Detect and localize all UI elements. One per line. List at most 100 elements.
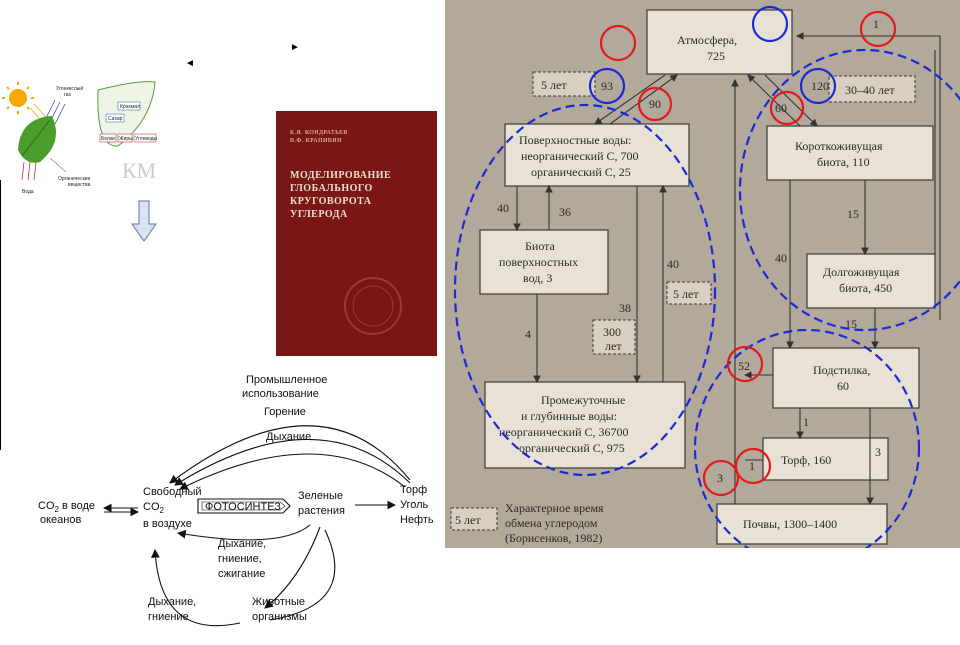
flow-15b: 15 xyxy=(845,317,857,331)
label-animals-2: организмы xyxy=(252,611,307,623)
flow-3b: 3 xyxy=(875,445,881,459)
label-resp-mid-2: гниение, xyxy=(218,553,262,565)
biota-surface-label-2: поверхностных xyxy=(499,255,578,269)
box-biota-surface xyxy=(479,229,609,295)
deep-water-organic: органический С, 975 xyxy=(519,441,625,455)
organic-label: Органические xyxy=(58,176,91,182)
label-industrial-2: использование xyxy=(242,388,319,400)
down-arrow-icon xyxy=(131,200,157,242)
group-ellipse-ocean xyxy=(453,103,717,477)
flow-120: 120 xyxy=(811,79,829,93)
organic-label-2: вещества xyxy=(68,182,91,188)
box-litter xyxy=(772,347,920,409)
red-circle-52 xyxy=(726,345,764,383)
flow-1-top: 1 xyxy=(873,17,879,31)
water-arrows xyxy=(21,161,37,181)
time-30-40-label: 30–40 лет xyxy=(845,83,895,97)
deep-water-inorganic: неорганический С, 36700 xyxy=(499,425,629,439)
co2-label-2: газ xyxy=(64,92,71,98)
flow-15a: 15 xyxy=(847,207,859,221)
label-green-plants-2: растения xyxy=(298,505,345,517)
co2-label: Углекислый xyxy=(56,85,83,92)
arrow-resp-low xyxy=(151,548,241,627)
time-300-label-2: лет xyxy=(605,339,622,353)
next-slide-arrow-icon[interactable]: ► xyxy=(290,42,300,53)
time-5b-label: 5 лет xyxy=(673,287,699,301)
legend-time-box xyxy=(450,507,498,531)
box-peat xyxy=(762,437,889,481)
flow-60: 60 xyxy=(775,101,787,115)
arrow-animals-return xyxy=(269,529,336,621)
blue-circle-93 xyxy=(588,67,626,105)
leaf-outline-diagram: Крахмал Сахар Белки Жиры Углеводы xyxy=(97,81,158,147)
flow-52: 52 xyxy=(738,359,750,373)
short-biota-value: биота, 110 xyxy=(817,155,870,169)
label-peat: Торф xyxy=(400,484,427,496)
flow-36: 36 xyxy=(559,205,571,219)
flow-1-mid: 1 xyxy=(803,415,809,429)
book-author-1: К.Я. КОНДРАТЬЕВ xyxy=(290,130,348,136)
biota-surface-value: вод, 3 xyxy=(523,271,552,285)
surface-water-organic: органический С, 25 xyxy=(531,165,631,179)
time-box-5 xyxy=(532,71,596,97)
label-coal: Уголь xyxy=(400,499,429,511)
blue-circle-120 xyxy=(799,67,837,105)
arrow-to-animals xyxy=(264,526,321,609)
surface-water-label: Поверхностные воды: xyxy=(519,133,631,147)
label-industrial: Промышленное xyxy=(246,374,327,386)
time-box-5b xyxy=(666,281,712,305)
surface-water-inorganic: неорганический С, 700 xyxy=(521,149,639,163)
box-atmosphere xyxy=(646,9,793,75)
legend-line-1: Характерное время xyxy=(505,501,604,515)
box-deep-water xyxy=(484,381,686,469)
label-breathing-top: Дыхание xyxy=(266,431,311,443)
flow-90: 90 xyxy=(649,97,661,111)
photosynthesis-illustration: Углекислый газ Вода Органические веществ… xyxy=(2,81,158,195)
prev-slide-arrow-icon[interactable]: ◄ xyxy=(185,58,195,69)
flow-3a: 3 xyxy=(717,471,723,485)
leaf-icon xyxy=(18,116,56,163)
box-short-biota xyxy=(766,125,934,181)
legend-line-2: обмена углеродом xyxy=(505,516,598,530)
deep-water-label: Промежуточные xyxy=(541,393,625,407)
biota-surface-label: Биота xyxy=(525,239,556,253)
red-circle-3 xyxy=(702,459,740,497)
flow-93: 93 xyxy=(601,79,613,93)
book-emblem-icon xyxy=(344,277,402,335)
carbon-cycle-diagram: Промышленное использование Горение Дыхан… xyxy=(38,374,434,627)
label-resp-low: Дыхание, xyxy=(148,596,196,608)
atmosphere-value: 725 xyxy=(707,49,725,63)
book-title-line-1: МОДЕЛИРОВАНИЕ xyxy=(290,170,392,181)
red-circle-1-top xyxy=(859,10,897,48)
label-burning: Горение xyxy=(264,406,306,418)
carbs-label: Углеводы xyxy=(135,136,158,142)
red-circle-1-low xyxy=(734,447,772,485)
long-biota-value: биота, 450 xyxy=(839,281,892,295)
legend-line-3: (Борисенков, 1982) xyxy=(505,531,602,545)
litter-value: 60 xyxy=(837,379,849,393)
label-ocean-co2: CO2 в воде xyxy=(38,500,95,514)
time-box-300 xyxy=(592,319,636,355)
peat-box-label: Торф, 160 xyxy=(781,453,831,467)
litter-label: Подстилка, xyxy=(813,363,870,377)
book-cover: К.Я. КОНДРАТЬЕВ В.Ф. КРАПИВИН МОДЕЛИРОВА… xyxy=(276,111,437,356)
flow-40a: 40 xyxy=(497,201,509,215)
blue-circle-atmosphere xyxy=(751,5,789,43)
book-title-line-2: ГЛОБАЛЬНОГО xyxy=(290,183,373,194)
label-resp-mid-3: сжигание xyxy=(218,568,265,580)
group-ellipse-biota xyxy=(738,48,960,332)
flow-38: 38 xyxy=(619,301,631,315)
book-title-line-4: УГЛЕРОДА xyxy=(290,209,348,220)
proteins-label: Белки xyxy=(101,136,115,142)
short-biota-label: Короткоживущая xyxy=(795,139,883,153)
separator-line xyxy=(0,180,1,450)
label-free-co2: Свободный xyxy=(143,486,202,498)
soils-box-label: Почвы, 1300–1400 xyxy=(743,517,837,531)
red-circle-60 xyxy=(769,90,805,126)
label-in-air: в воздухе xyxy=(143,518,192,530)
legend-box-label: 5 лет xyxy=(455,513,481,527)
watermark-logo: КМ xyxy=(122,158,156,183)
label-green-plants: Зеленые xyxy=(298,490,343,502)
time-300-label: 300 xyxy=(603,325,621,339)
flow-1-low: 1 xyxy=(749,459,755,473)
